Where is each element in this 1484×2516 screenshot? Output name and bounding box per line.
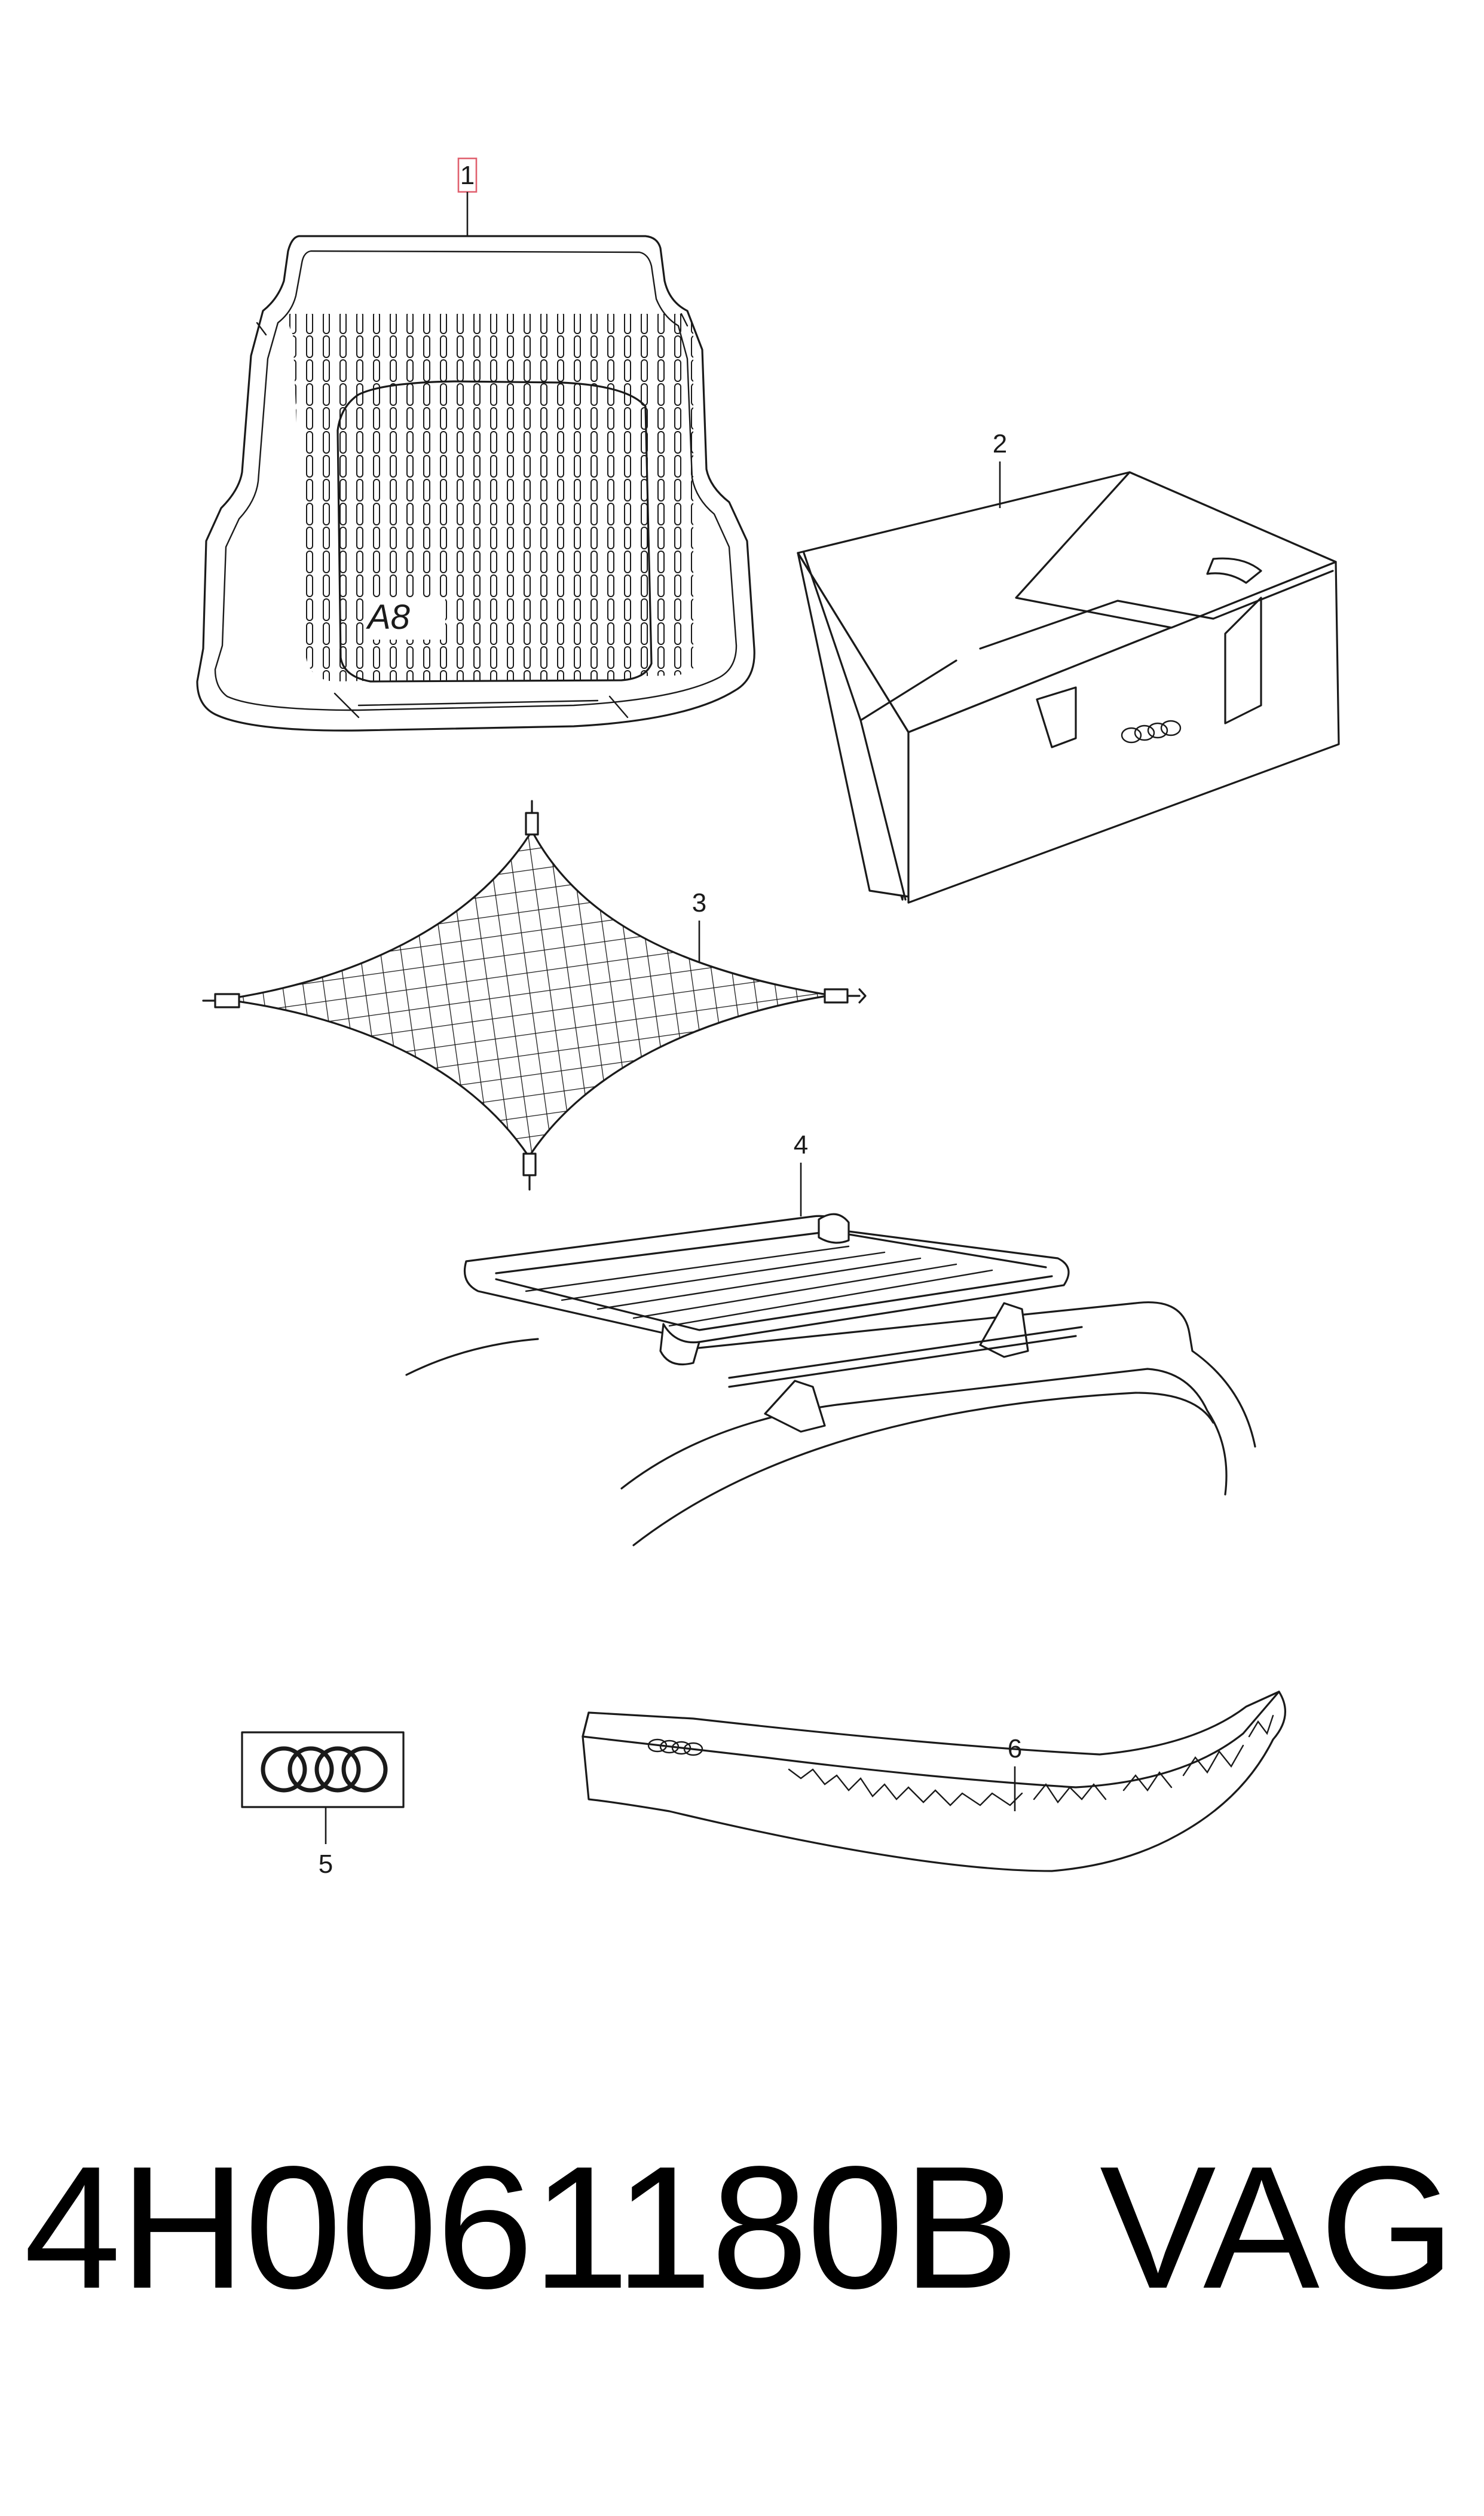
callout-6[interactable]: 6: [1008, 1734, 1022, 1811]
badge-frame: [241, 1731, 405, 1808]
part-number: 4H0061180B: [24, 2130, 1019, 2325]
net-hook-right-icon: [824, 988, 849, 1004]
callout-5-label: 5: [319, 1849, 333, 1879]
callout-2[interactable]: 2: [993, 429, 1007, 508]
callout-4-label: 4: [794, 1130, 808, 1160]
part-1-trunk-mat[interactable]: A8: [196, 235, 755, 732]
callout-6-label: 6: [1008, 1734, 1022, 1763]
brand-rings-icon: [647, 1738, 703, 1756]
part-5-rings-badge[interactable]: [241, 1731, 405, 1808]
brand-rings-icon: [261, 1746, 388, 1793]
net-hook-top-icon: [525, 812, 539, 836]
part-2-storage-box[interactable]: [797, 471, 1340, 904]
net-hook-bottom-icon: [522, 1152, 537, 1176]
callout-1-label: 1: [460, 161, 475, 190]
mat-model-mark: A8: [366, 598, 410, 637]
brand-name: VAG: [1100, 2130, 1455, 2325]
part-3-cargo-net[interactable]: [202, 800, 867, 1191]
net-hook-left-icon: [214, 993, 240, 1008]
part-6-sill-protector[interactable]: [582, 1690, 1286, 1872]
brand-rings-icon: [1121, 720, 1182, 744]
part-4-roof-basket[interactable]: [405, 1213, 1256, 1546]
callout-2-label: 2: [993, 429, 1007, 458]
callout-3-label: 3: [692, 888, 706, 918]
callout-5[interactable]: 5: [319, 1807, 333, 1879]
callout-4[interactable]: 4: [794, 1130, 808, 1216]
callout-1[interactable]: 1: [457, 157, 478, 236]
callout-3[interactable]: 3: [692, 888, 706, 962]
